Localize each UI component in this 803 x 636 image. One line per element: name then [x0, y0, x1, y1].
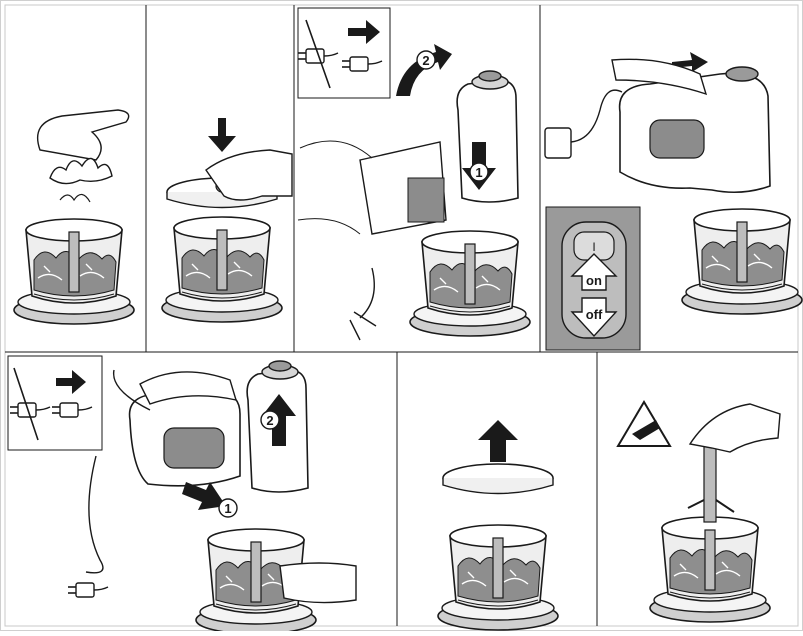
blade-icon [704, 440, 716, 522]
badge-one-label: 1 [475, 165, 482, 180]
hand-icon [280, 563, 356, 603]
wall-socket-icon [545, 128, 571, 158]
badge-two-label: 2 [422, 53, 429, 68]
badge-two-label: 2 [266, 413, 273, 428]
switch-off-label: off [586, 307, 603, 322]
switch-on-label: on [586, 273, 602, 288]
badge-one-label: 1 [224, 501, 231, 516]
switch-position-mark: I [592, 240, 595, 254]
